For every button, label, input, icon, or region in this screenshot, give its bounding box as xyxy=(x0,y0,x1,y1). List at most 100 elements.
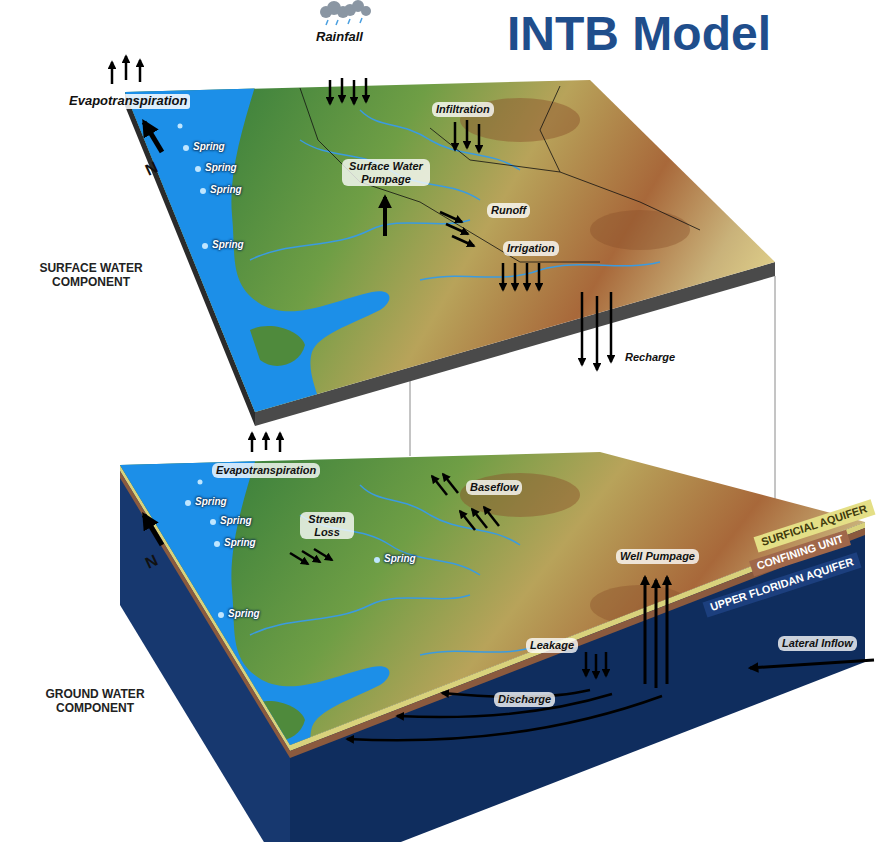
flux-label: Evapotranspiration xyxy=(212,463,320,478)
spring-label: Spring xyxy=(205,162,237,174)
spring-dot xyxy=(214,541,220,547)
river xyxy=(420,637,660,655)
flux-label: Stream Loss xyxy=(300,512,354,539)
rainfall-arrow xyxy=(365,78,368,102)
leakage-arrow xyxy=(605,652,608,676)
stream-loss-arrow xyxy=(290,553,308,564)
runoff-arrow xyxy=(440,212,462,222)
evapotranspiration-arrow xyxy=(251,433,254,452)
river xyxy=(250,595,470,635)
recharge-arrow xyxy=(596,296,599,370)
ground-map-shift xyxy=(100,445,690,805)
flux-label: Discharge xyxy=(494,692,555,707)
stream-loss-arrow xyxy=(302,551,320,562)
infiltration-arrow xyxy=(466,120,469,148)
rain-drop xyxy=(326,20,328,25)
flux-label: Surface Water Pumpage xyxy=(342,159,430,186)
recharge-arrow xyxy=(610,292,613,362)
ground-map-detail xyxy=(100,445,690,805)
spring-dot xyxy=(183,145,189,151)
peninsula xyxy=(250,326,305,366)
pumpage-arrow xyxy=(383,197,387,236)
watershed-boundary xyxy=(540,86,560,172)
surface-map-detail xyxy=(100,70,700,430)
flux-label: Leakage xyxy=(526,638,578,653)
spring-dot xyxy=(195,166,201,172)
rainfall-arrow xyxy=(353,80,356,104)
spring-label: Spring xyxy=(195,496,227,508)
ridge xyxy=(460,473,580,517)
irrigation-arrow xyxy=(502,263,505,290)
baseflow-arrow xyxy=(443,474,458,493)
rainfall-arrow xyxy=(341,78,344,102)
north-label: N xyxy=(143,158,161,180)
component-label: GROUND WATER COMPONENT xyxy=(40,688,150,716)
spring-label: Spring xyxy=(228,608,260,620)
evapotranspiration-arrow xyxy=(279,433,282,452)
leakage-arrow xyxy=(585,652,588,676)
stream-loss-arrow xyxy=(314,549,332,560)
infiltration-arrow xyxy=(478,124,481,152)
rain-drop xyxy=(336,20,338,25)
spring-label: Spring xyxy=(224,537,256,549)
infiltration-arrow xyxy=(454,122,457,150)
component-label: SURFACE WATER COMPONENT xyxy=(36,262,146,290)
recharge-arrow xyxy=(581,292,584,365)
evapotranspiration-arrow xyxy=(265,433,268,450)
flux-label: Lateral Inflow xyxy=(778,636,857,651)
gulf-water xyxy=(100,445,389,805)
lateral-inflow-arrow xyxy=(750,660,874,668)
rain-drop xyxy=(360,18,362,23)
spring-label: Spring xyxy=(384,553,416,565)
evapotranspiration-arrow xyxy=(111,62,114,84)
leakage-arrow xyxy=(595,654,598,678)
spring-label: Spring xyxy=(212,239,244,251)
baseflow-arrow xyxy=(472,509,487,528)
ridge xyxy=(590,585,690,625)
evapotranspiration-arrow xyxy=(139,60,142,82)
guide-line xyxy=(410,381,411,456)
north-label: N xyxy=(143,551,161,573)
spring-label: Spring xyxy=(220,515,252,527)
north-arrow xyxy=(144,515,162,545)
flux-label: Infiltration xyxy=(432,102,494,117)
peninsula xyxy=(250,701,305,741)
irrigation-arrow xyxy=(538,263,541,290)
north-arrow xyxy=(144,122,162,152)
flux-label: Irrigation xyxy=(503,241,559,256)
diagram-title: INTB Model xyxy=(507,6,771,61)
well-pumpage-arrow xyxy=(644,577,647,684)
flux-label: Runoff xyxy=(487,203,530,218)
spring-label: Spring xyxy=(193,141,225,153)
spring-dot xyxy=(200,188,206,194)
spring-dot xyxy=(374,557,380,563)
ridge xyxy=(590,210,690,250)
watershed-boundary xyxy=(430,128,700,230)
river xyxy=(250,220,470,260)
flux-label: Baseflow xyxy=(466,480,522,495)
cloud xyxy=(361,6,371,16)
flux-label: Recharge xyxy=(621,350,679,365)
baseflow-arrow xyxy=(484,507,499,526)
flux-label: Rainfall xyxy=(313,30,366,45)
well-pumpage-arrow xyxy=(655,580,658,688)
rain-clouds xyxy=(320,0,371,25)
spring-dot xyxy=(202,243,208,249)
evapotranspiration-arrow xyxy=(125,56,128,80)
flux-label: Well Pumpage xyxy=(616,549,699,564)
irrigation-arrow xyxy=(526,263,529,290)
spring-dot xyxy=(178,124,183,129)
baseflow-arrow xyxy=(432,476,447,495)
flux-arrows xyxy=(112,56,874,740)
rainfall-arrow xyxy=(329,80,332,104)
flux-label: Evapotranspiration xyxy=(66,94,190,109)
spring-dot xyxy=(198,480,203,485)
baseflow-arrow xyxy=(460,511,475,530)
spring-dot xyxy=(210,519,216,525)
watershed-boundary xyxy=(300,88,600,262)
gulf-water xyxy=(100,70,389,430)
runoff-arrow xyxy=(446,224,468,234)
spring-dot xyxy=(185,500,191,506)
